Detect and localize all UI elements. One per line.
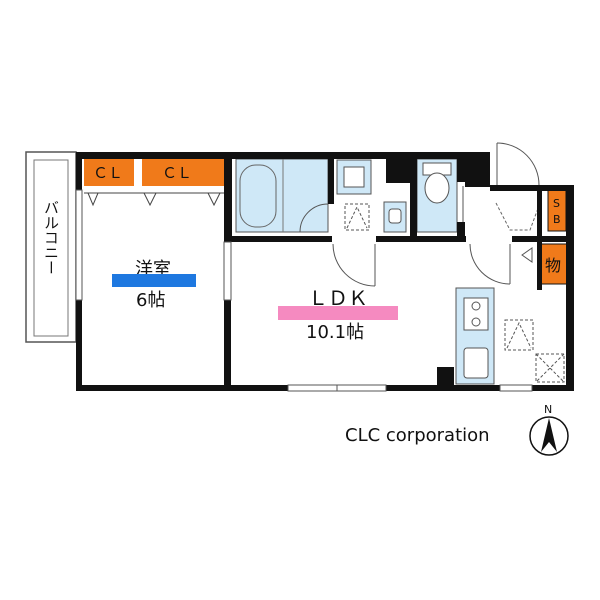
entrance-door-icon (496, 142, 540, 186)
closet-doors (84, 192, 224, 207)
washroom (336, 159, 407, 233)
compass-icon: N (529, 403, 569, 456)
balcony: バルコニー (25, 151, 77, 343)
bathtub-icon (239, 164, 277, 228)
storage (540, 243, 568, 285)
fridge-space-icon (504, 319, 534, 351)
shoe-box-label-s: S (553, 197, 560, 210)
ldk-door-icon (332, 243, 376, 287)
company-name: CLC corporation (345, 425, 490, 446)
ldk-color-bar (278, 306, 398, 320)
kitchen-sink-icon (463, 347, 489, 379)
toilet-bowl-icon (424, 172, 450, 204)
closet-left-label: ＣＬ (93, 164, 123, 182)
closet-right (142, 159, 224, 186)
compass-north-label: N (544, 403, 552, 416)
windows (75, 189, 533, 392)
shoe-box-label-b: B (553, 213, 561, 226)
bedroom-color-bar (112, 274, 196, 287)
stove-icon (463, 297, 489, 331)
bathroom (235, 158, 329, 233)
closet-left (84, 159, 134, 186)
washer-space-icon (344, 203, 370, 231)
bath-door-icon (299, 203, 329, 233)
balcony-label: バルコニー (42, 200, 60, 275)
entry-step-icon (495, 202, 541, 231)
ldk-size: 10.1帖 (306, 322, 364, 343)
appliance-space-icon (535, 353, 565, 383)
kitchen (455, 287, 565, 385)
bedroom-size: 6帖 (136, 290, 165, 311)
pillar (437, 367, 454, 387)
hall-door-icon (469, 243, 511, 285)
storage-label: 物 (545, 256, 561, 275)
closet-right-label: ＣＬ (162, 164, 192, 182)
toilet (416, 158, 464, 233)
